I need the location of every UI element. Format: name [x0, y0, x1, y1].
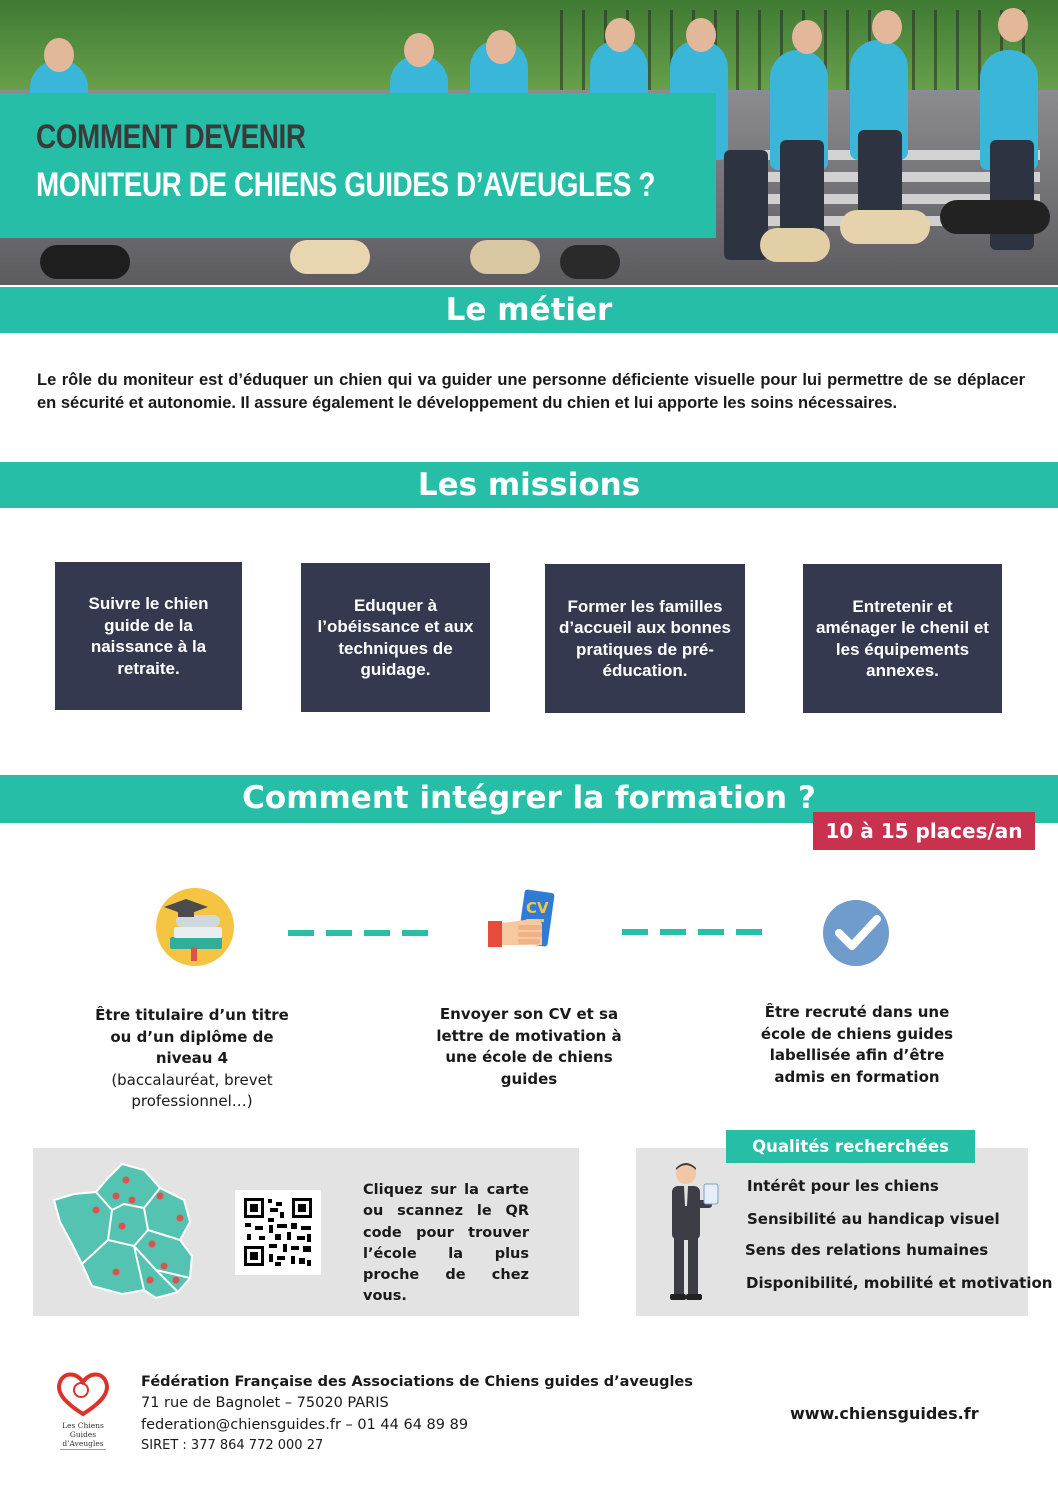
- graduation-icon: [156, 888, 234, 966]
- quality-item: Sensibilité au handicap visuel: [747, 1210, 1000, 1228]
- hero-dog: [470, 240, 540, 274]
- chiens-guides-logo: Les Chiens Guides d’Aveugles: [57, 1372, 109, 1450]
- hero-person-head: [686, 18, 716, 52]
- section-heading-metier: Le métier: [0, 287, 1058, 333]
- connector-dash: [326, 930, 352, 936]
- quality-item: Sens des relations humaines: [745, 1241, 989, 1259]
- checkmark-icon: [823, 900, 889, 966]
- qr-code-pattern: [244, 1198, 312, 1266]
- logo-text-line2: Guides: [70, 1430, 96, 1439]
- connector-dash: [288, 930, 314, 936]
- logo-text-line3: d’Aveugles: [62, 1439, 103, 1448]
- places-badge: 10 à 15 places/an: [813, 812, 1035, 850]
- hero-dog: [290, 240, 370, 274]
- metier-description: Le rôle du moniteur est d’éduquer un chi…: [37, 371, 1025, 412]
- mission-card: Former les familles d’accueil aux bonnes…: [545, 564, 745, 713]
- footer-address: 71 rue de Bagnolet – 75020 PARIS: [141, 1395, 389, 1411]
- connector-dash: [736, 929, 762, 935]
- section-heading-formation: Comment intégrer la formation ?: [0, 775, 1058, 823]
- connector-dash: [402, 930, 428, 936]
- businessman-icon: [670, 1163, 719, 1300]
- quality-item: Disponibilité, mobilité et motivation: [746, 1274, 1053, 1292]
- hero-person-head: [792, 20, 822, 54]
- page-title-line1: COMMENT DEVENIR: [36, 118, 306, 156]
- footer-org-name: Fédération Française des Associations de…: [141, 1374, 693, 1390]
- step-diploma: Être titulaire d’un titre ou d’un diplôm…: [86, 1005, 298, 1113]
- logo-text-line1: Les Chiens: [62, 1421, 104, 1430]
- footer-contact[interactable]: federation@chiensguides.fr – 01 44 64 89…: [141, 1417, 469, 1433]
- hero-person-head: [44, 38, 74, 72]
- hero-dog: [560, 245, 620, 279]
- step-cv: Envoyer son CV et sa lettre de motivatio…: [418, 1004, 640, 1090]
- step-recruit-bold: Être recruté dans une école de chiens gu…: [760, 1003, 954, 1086]
- page-title-line2: MONITEUR DE CHIENS GUIDES D’AVEUGLES ?: [36, 166, 656, 204]
- step-recruit: Être recruté dans une école de chiens gu…: [744, 1002, 970, 1088]
- hero-person-head: [605, 18, 635, 52]
- cv-label: CV: [526, 899, 549, 917]
- step-diploma-bold: Être titulaire d’un titre ou d’un diplôm…: [95, 1006, 289, 1067]
- step-cv-bold: Envoyer son CV et sa lettre de motivatio…: [436, 1005, 622, 1088]
- france-map[interactable]: [52, 1160, 198, 1306]
- quality-item: Intérêt pour les chiens: [747, 1177, 939, 1195]
- connector-dash: [660, 929, 686, 935]
- section-heading-missions: Les missions: [0, 462, 1058, 508]
- hero-dog: [40, 245, 130, 279]
- cv-hand-icon: CV: [488, 889, 555, 947]
- mission-card: Entretenir et aménager le chenil et les …: [803, 564, 1002, 713]
- title-banner: [0, 93, 716, 238]
- hero-person-head: [998, 8, 1028, 42]
- connector-dash: [364, 930, 390, 936]
- footer-website-link[interactable]: www.chiensguides.fr: [790, 1404, 979, 1423]
- hero-person-head: [486, 30, 516, 64]
- footer-siret: SIRET : 377 864 772 000 27: [141, 1438, 324, 1453]
- connector-dash: [698, 929, 724, 935]
- qualities-box: [636, 1148, 1028, 1316]
- map-instructions: Cliquez sur la carte ou scannez le QR co…: [363, 1182, 529, 1305]
- mission-card: Eduquer à l’obéissance et aux techniques…: [301, 563, 490, 712]
- hero-person-head: [404, 33, 434, 67]
- connector-dash: [622, 929, 648, 935]
- hero-person-head: [872, 10, 902, 44]
- qualities-title: Qualités recherchées: [726, 1130, 975, 1163]
- hero-dog: [940, 200, 1050, 234]
- hero-dog: [760, 228, 830, 262]
- qr-code[interactable]: [235, 1190, 321, 1275]
- mission-card: Suivre le chien guide de la naissance à …: [55, 562, 242, 710]
- hero-dog: [840, 210, 930, 244]
- step-diploma-detail: (baccalauréat, brevet professionnel…): [111, 1070, 273, 1111]
